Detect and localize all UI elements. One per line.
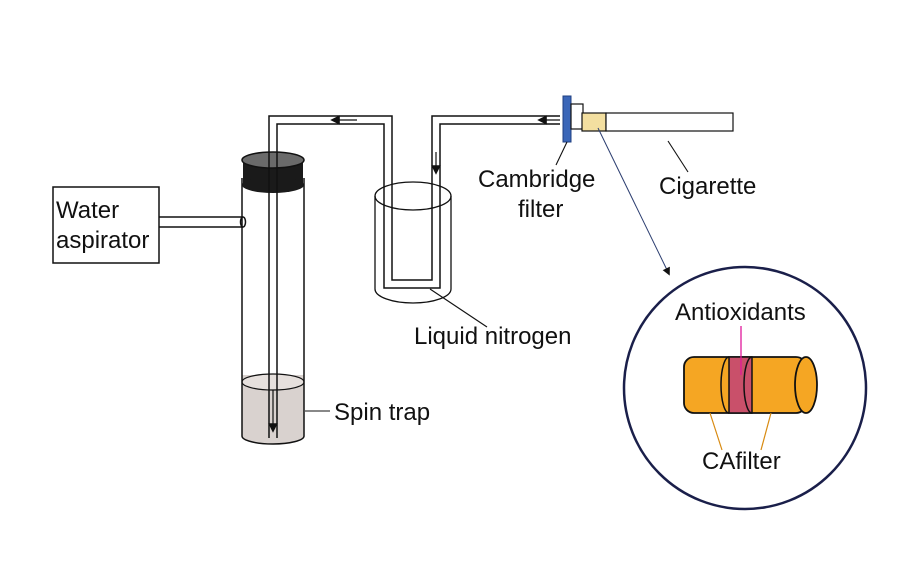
aspirator-tube — [159, 216, 247, 228]
liquid-nitrogen-dewar — [374, 181, 452, 304]
callout-pointer — [597, 127, 670, 276]
cambridge-filter-label-2: filter — [518, 196, 563, 223]
liquid-nitrogen-label: Liquid nitrogen — [414, 323, 571, 350]
ca-filter-callout — [622, 265, 868, 511]
cambridge-filter — [562, 95, 584, 143]
ca-filter-label: CAfilter — [702, 448, 781, 475]
cigarette — [581, 112, 734, 132]
water-aspirator-label-2: aspirator — [56, 227, 149, 254]
label-leaders — [305, 140, 689, 412]
gas-tubing — [268, 115, 560, 438]
ca-filter-pointer-left — [709, 412, 723, 451]
column-cap — [241, 151, 305, 193]
flow-arrows — [268, 115, 560, 433]
antioxidants-label: Antioxidants — [675, 299, 806, 326]
ca-filter-pointer-right — [760, 412, 772, 451]
cambridge-filter-label-1: Cambridge — [478, 166, 595, 193]
cigarette-label: Cigarette — [659, 173, 756, 200]
spin-trap-label: Spin trap — [334, 399, 430, 426]
water-aspirator-label-1: Water — [56, 197, 119, 224]
water-aspirator: Water aspirator — [52, 186, 160, 264]
